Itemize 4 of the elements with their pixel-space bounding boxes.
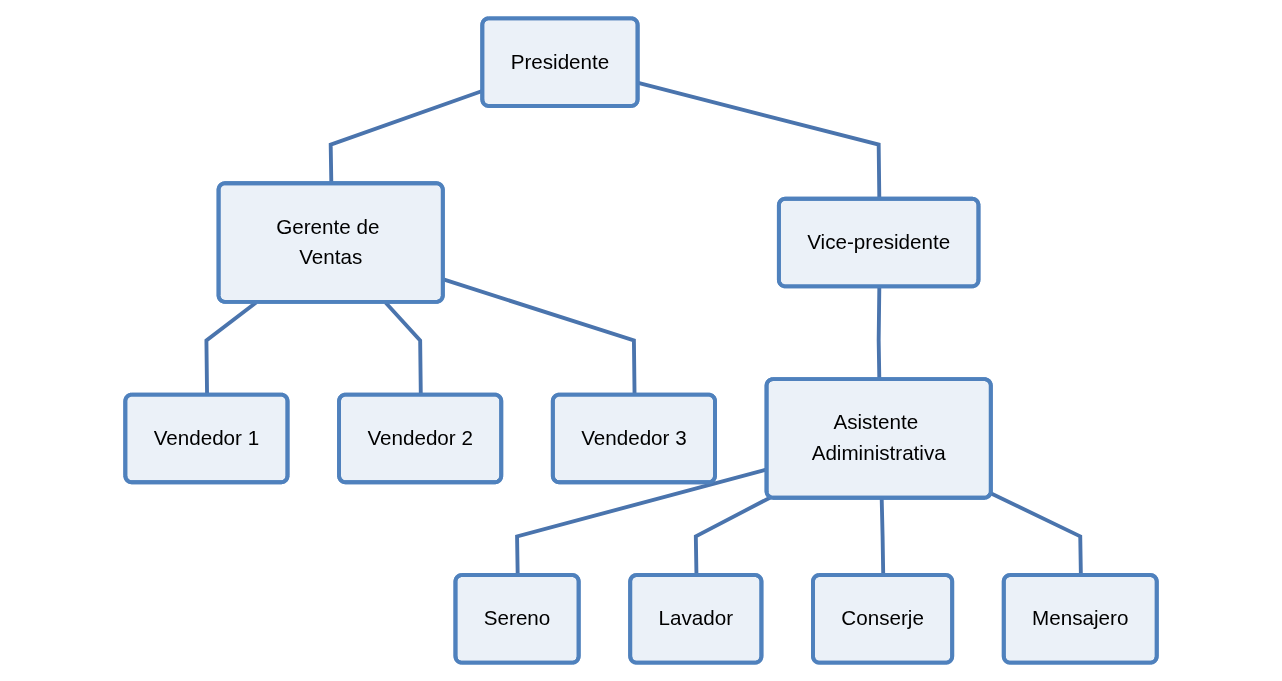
- connector: [876, 287, 882, 380]
- connector: [990, 491, 1083, 576]
- connector: [879, 498, 886, 576]
- connector: [693, 495, 772, 576]
